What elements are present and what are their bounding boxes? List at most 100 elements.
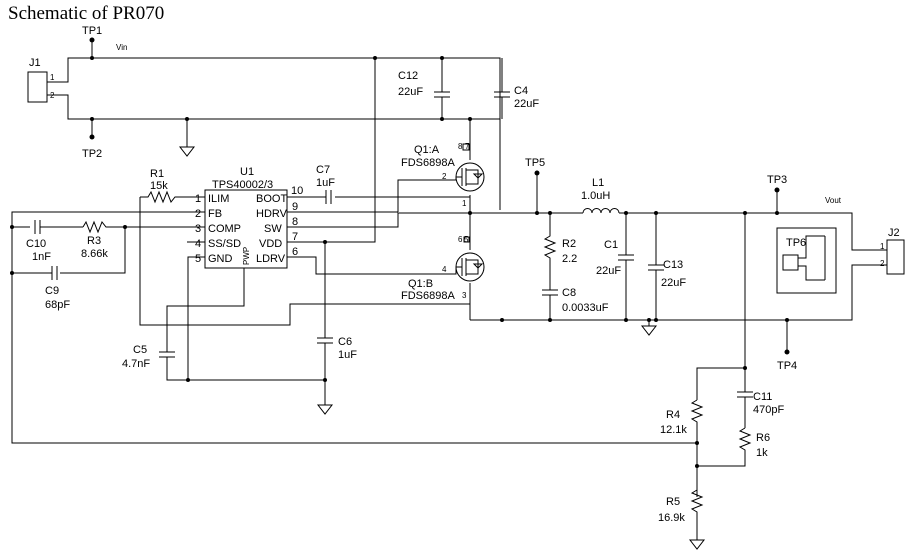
tp4-label: TP4 bbox=[777, 360, 797, 372]
pin-name-boot: BOOT bbox=[256, 193, 287, 205]
pin-name-sw: SW bbox=[264, 223, 282, 235]
resistor-r6: R6 1k bbox=[697, 427, 770, 467]
c8-value: 0.0033uF bbox=[562, 302, 609, 314]
resistor-r2: R2 2.2 bbox=[543, 213, 577, 290]
pin-name-gnd: GND bbox=[208, 253, 233, 265]
r6-value: 1k bbox=[756, 447, 768, 459]
capacitor-c11: C11 470pF bbox=[737, 368, 784, 428]
capacitor-c8: C8 0.0033uF bbox=[542, 287, 609, 320]
ground-symbol-input bbox=[178, 119, 196, 157]
pin-num-10: 10 bbox=[291, 185, 303, 197]
test-point-tp3: TP3 bbox=[767, 174, 787, 213]
pin-num-9: 9 bbox=[292, 201, 298, 213]
pin-num-4: 4 bbox=[195, 238, 201, 250]
q1a-pin-top2: 7 bbox=[465, 142, 470, 151]
capacitor-c10: C10 1nF bbox=[26, 220, 51, 263]
c9-value: 68pF bbox=[45, 299, 70, 311]
tp3-label: TP3 bbox=[767, 174, 787, 186]
c12-value: 22uF bbox=[398, 86, 423, 98]
resistor-r1: R1 15k bbox=[140, 168, 205, 204]
c10-value: 1nF bbox=[32, 251, 51, 263]
capacitor-c12: C12 22uF bbox=[398, 58, 450, 119]
l1-value: 1.0uH bbox=[581, 190, 610, 202]
r3-value: 8.66k bbox=[81, 248, 108, 260]
q1b-pin-gate: 4 bbox=[442, 265, 447, 274]
j2-ref: J2 bbox=[888, 227, 900, 239]
mosfet-q1a: Q1:A FDS6898A 8 7 2 1 bbox=[397, 119, 485, 213]
q1a-ref: Q1:A bbox=[414, 144, 440, 156]
c5-value: 4.7nF bbox=[122, 358, 150, 370]
c5-ref: C5 bbox=[133, 344, 147, 356]
tp5-label: TP5 bbox=[525, 157, 545, 169]
c11-value: 470pF bbox=[753, 404, 784, 416]
l1-ref: L1 bbox=[592, 177, 604, 189]
j1-ref: J1 bbox=[29, 57, 41, 69]
c6-value: 1uF bbox=[338, 349, 357, 361]
q1a-pin-src: 1 bbox=[462, 199, 467, 208]
q1b-pin-src: 3 bbox=[462, 291, 467, 300]
q1b-ref: Q1:B bbox=[408, 278, 433, 290]
sw-wire bbox=[287, 212, 470, 228]
r2-ref: R2 bbox=[562, 238, 576, 250]
q1b-pin-top: 6 bbox=[458, 235, 463, 244]
pin-num-6: 6 bbox=[292, 246, 298, 258]
c6-ref: C6 bbox=[338, 336, 352, 348]
mosfet-q1b: Q1:B FDS6898A 6 5 4 3 bbox=[315, 213, 485, 320]
c13-ref: C13 bbox=[663, 259, 683, 271]
resistor-r4: R4 12.1k bbox=[660, 399, 704, 497]
c12-ref: C12 bbox=[398, 70, 418, 82]
controller-u1: U1 TPS40002/3 PWP ILIM FB COMP SS/SD GND… bbox=[195, 166, 303, 269]
resistor-r3: R3 8.66k bbox=[81, 220, 205, 260]
pin-name-vdd: VDD bbox=[259, 238, 282, 250]
pin-num-2: 2 bbox=[195, 208, 201, 220]
c1-value: 22uF bbox=[596, 265, 621, 277]
capacitor-c7: C7 1uF bbox=[316, 164, 335, 204]
gnd-out-wire bbox=[470, 264, 876, 321]
q1b-pin-top2: 5 bbox=[464, 235, 469, 244]
j1-pin1: 1 bbox=[50, 73, 55, 82]
c13-value: 22uF bbox=[661, 277, 686, 289]
junction-dots bbox=[10, 56, 789, 468]
pin-name-hdrv: HDRV bbox=[256, 208, 288, 220]
connector-j2: J2 1 2 bbox=[880, 227, 905, 275]
c4-ref: C4 bbox=[514, 85, 528, 97]
u1-pwp: PWP bbox=[242, 247, 251, 265]
capacitor-c1: C1 22uF bbox=[596, 213, 634, 320]
c10-ref: C10 bbox=[26, 238, 46, 250]
pin-name-fb: FB bbox=[208, 208, 222, 220]
pin-name-comp: COMP bbox=[208, 223, 241, 235]
r3-ref: R3 bbox=[87, 235, 101, 247]
r4-ref: R4 bbox=[666, 409, 680, 421]
inductor-l1: L1 1.0uH bbox=[581, 177, 620, 214]
c9-ref: C9 bbox=[45, 285, 59, 297]
r5-ref: R5 bbox=[666, 496, 680, 508]
test-point-tp2: TP2 bbox=[82, 119, 102, 160]
c8-ref: C8 bbox=[562, 287, 576, 299]
r5-value: 16.9k bbox=[658, 512, 685, 524]
c7-ref: C7 bbox=[316, 164, 330, 176]
tp6-label: TP6 bbox=[786, 237, 806, 249]
r6-ref: R6 bbox=[756, 432, 770, 444]
capacitor-c13: C13 22uF bbox=[648, 213, 686, 320]
vdd-feed-wire bbox=[316, 58, 376, 243]
u1-part: TPS40002/3 bbox=[212, 179, 273, 191]
gnd-in-wire bbox=[47, 94, 500, 120]
tp1-label: TP1 bbox=[82, 25, 102, 37]
test-point-tp1: TP1 bbox=[82, 25, 102, 58]
vout-label: Vout bbox=[825, 196, 842, 205]
j2-pin2: 2 bbox=[880, 259, 885, 268]
tp2-label: TP2 bbox=[82, 148, 102, 160]
pin-num-1: 1 bbox=[195, 193, 201, 205]
q1a-pin-gate: 2 bbox=[442, 172, 447, 181]
capacitor-c9: C9 68pF bbox=[45, 266, 70, 311]
q1a-pin-top: 8 bbox=[458, 142, 463, 151]
pin-num-5-visible: 5 bbox=[195, 253, 201, 265]
pin-name-ss-sd: SS/SD bbox=[208, 238, 241, 250]
vin-wire bbox=[47, 57, 501, 210]
r1-value: 15k bbox=[150, 180, 168, 192]
r2-value: 2.2 bbox=[562, 253, 577, 265]
j2-pin1: 1 bbox=[880, 242, 885, 251]
c7-value: 1uF bbox=[316, 177, 335, 189]
r1-ref: R1 bbox=[150, 168, 164, 180]
